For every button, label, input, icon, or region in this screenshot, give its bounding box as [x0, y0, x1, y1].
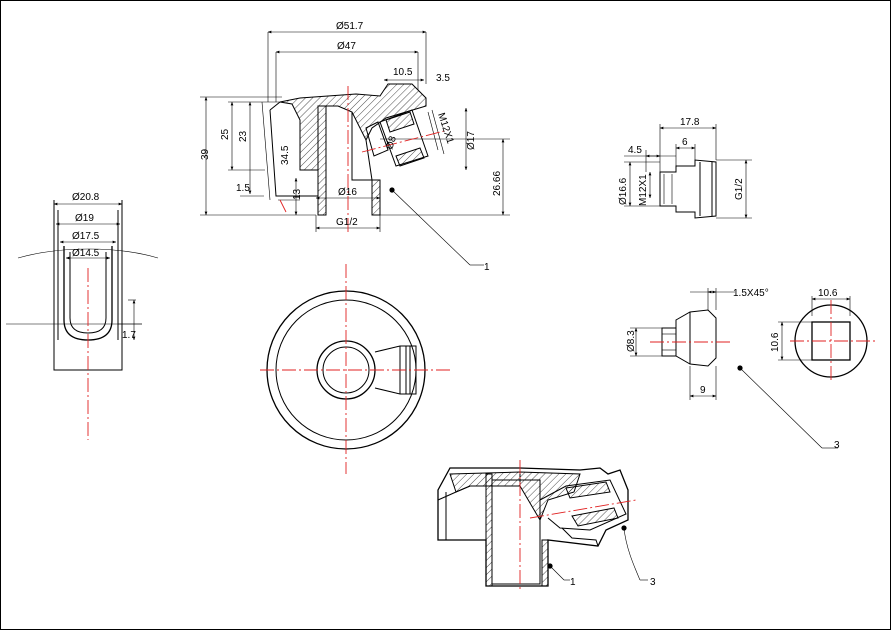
dim-34-5: 34.5: [280, 145, 291, 165]
dim-thread-g12: G1/2: [336, 217, 358, 228]
dim-dia-19: Ø19: [75, 213, 94, 224]
body-section-view: Ø51.7 Ø47 10.5 3.5 39 25 23 34.5 1.5 13 …: [200, 21, 510, 273]
dim-10-6-h: 10.6: [818, 288, 838, 299]
dim-thread-g12-side: G1/2: [734, 178, 745, 200]
dim-chamfer: 1.5X45°: [733, 288, 769, 299]
dim-9: 9: [700, 385, 706, 396]
callout-3-right: 3: [834, 440, 840, 451]
dim-4-5: 4.5: [628, 145, 642, 156]
nipple-small-view: 1.5X45° Ø8.3 9 3: [626, 288, 840, 451]
dim-39: 39: [200, 148, 211, 160]
dim-thread-m12-side: M12X1: [638, 174, 649, 206]
dim-dia-8: Ø8: [384, 134, 399, 151]
dim-23: 23: [238, 130, 249, 142]
dim-dia-14-5: Ø14.5: [72, 248, 100, 259]
dim-dia-17-5: Ø17.5: [72, 231, 100, 242]
dim-10-5: 10.5: [393, 67, 413, 78]
dim-dia-16-6: Ø16.6: [618, 177, 629, 205]
dim-1-7: 1.7: [122, 330, 136, 341]
dim-26-66: 26.66: [492, 171, 503, 196]
body-plan-view: [260, 264, 452, 474]
dim-25: 25: [220, 128, 231, 140]
u-section-view: Ø20.8 Ø19 Ø17.5 Ø14.5 1.7: [6, 192, 159, 440]
dim-17-8: 17.8: [680, 117, 700, 128]
dim-thread-m12: M12X1: [435, 112, 455, 146]
dim-6: 6: [682, 137, 688, 148]
dim-1-5: 1.5: [236, 183, 250, 194]
dim-dia-16: Ø16: [338, 187, 357, 198]
square-end-view: 10.6 10.6: [770, 288, 876, 382]
dim-13: 13: [292, 188, 303, 200]
dim-dia-8-3: Ø8.3: [626, 330, 637, 352]
callout-1-bottom: 1: [570, 577, 576, 588]
dim-dia-47: Ø47: [337, 41, 356, 52]
dim-dia-17: Ø17: [466, 131, 477, 150]
dim-10-6-v: 10.6: [770, 332, 781, 352]
callout-1-top: 1: [484, 262, 490, 273]
dim-dia-51-7: Ø51.7: [336, 21, 364, 32]
assembly-view: 1 3: [437, 460, 656, 590]
dim-dia-20-8: Ø20.8: [72, 192, 100, 203]
callout-3-bottom: 3: [650, 577, 656, 588]
dim-3-5: 3.5: [436, 73, 450, 84]
nipple-side-view: 17.8 4.5 6 Ø16.6 M12X1 G1/2: [618, 117, 752, 219]
